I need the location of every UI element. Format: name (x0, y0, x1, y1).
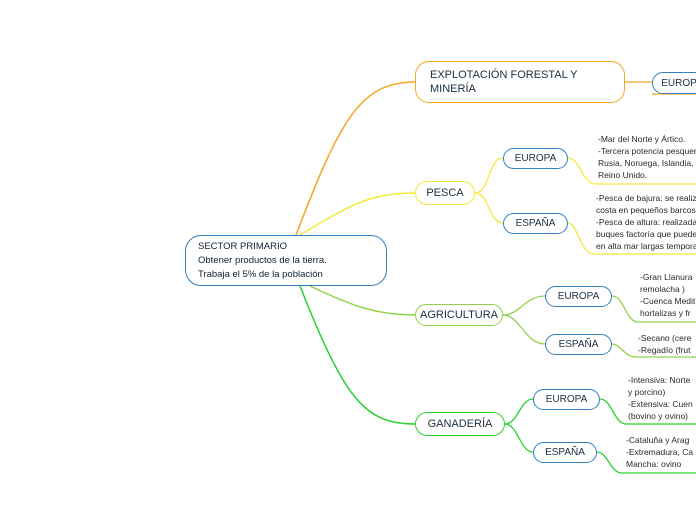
ganaderia-espana-note: -Cataluña y Arag -Extremadura, Ca Mancha… (626, 435, 694, 469)
agricultura-espana-label: ESPAÑA (558, 339, 599, 350)
pesca-europa-label: EUROPA (514, 153, 557, 164)
pesca-espana-label: ESPAÑA (515, 218, 556, 229)
root-description: Obtener productos de la tierra. (198, 254, 327, 266)
ganaderia-espana-node[interactable]: ESPAÑA (533, 442, 597, 463)
root-title: SECTOR PRIMARIO (198, 240, 288, 252)
connector-agricultura (309, 285, 416, 316)
connector-pesca (299, 192, 416, 236)
connector-mineria (295, 81, 416, 236)
pesca-espana-note: -Pesca de bajura: se realiza costa en pe… (596, 193, 696, 251)
pesca-europa-node[interactable]: EUROPA (503, 148, 568, 169)
branch-pesca[interactable]: PESCA (415, 181, 475, 205)
connector-agricultura-europa (502, 295, 546, 316)
agricultura-europa-note: -Gran Llanura remolacha ) -Cuenca Medit … (640, 272, 696, 318)
root-node-sector-primario[interactable]: SECTOR PRIMARIO Obtener productos de la … (185, 235, 387, 286)
ganaderia-europa-label: EUROPA (545, 394, 588, 405)
connector-ganaderia-espana (504, 423, 534, 453)
mineria-europa-label: EUROPA (661, 77, 696, 89)
connector-pesca-europa-note (567, 157, 696, 185)
branch-agricultura[interactable]: AGRICULTURA (415, 304, 503, 326)
pesca-europa-note: -Mar del Norte y Ártico. -Tercera potenc… (598, 134, 696, 180)
connector-ganaderia-espana-note (596, 451, 696, 474)
connector-agricultura-europa-note (611, 295, 696, 323)
agricultura-europa-label: EUROPA (557, 291, 600, 302)
branch-ganaderia-label: GANADERÍA (427, 418, 493, 430)
branch-pesca-label: PESCA (426, 187, 464, 199)
connector-ganaderia-europa (504, 398, 534, 425)
connector-pesca-espana-note (567, 222, 696, 255)
ganaderia-europa-note: -Intensiva: Norte y porcino) -Extensiva:… (628, 375, 693, 421)
connector-agricultura-espana (502, 314, 546, 345)
branch-agricultura-label: AGRICULTURA (419, 309, 499, 321)
agricultura-espana-node[interactable]: ESPAÑA (545, 334, 612, 355)
ganaderia-europa-node[interactable]: EUROPA (533, 389, 600, 410)
branch-mineria[interactable]: EXPLOTACIÓN FORESTAL Y MINERÍA (415, 61, 625, 103)
agricultura-espana-note: -Secano (cere -Regadío (frut (638, 333, 692, 355)
agricultura-europa-node[interactable]: EUROPA (545, 286, 612, 307)
connector-pesca-europa (474, 157, 504, 194)
connector-pesca-espana (474, 192, 504, 224)
ganaderia-espana-label: ESPAÑA (545, 447, 585, 458)
connector-agricultura-espana-note (611, 343, 696, 358)
connector-ganaderia (299, 285, 416, 425)
branch-mineria-label-1: EXPLOTACIÓN FORESTAL Y (430, 69, 578, 81)
branch-mineria-label-2: MINERÍA (430, 83, 476, 95)
mineria-europa-node[interactable]: EUROPA (652, 72, 696, 94)
branch-ganaderia[interactable]: GANADERÍA (415, 412, 505, 436)
root-percentage: Trabaja el 5% de la población (198, 268, 323, 280)
pesca-espana-node[interactable]: ESPAÑA (503, 213, 568, 234)
connector-ganaderia-europa-note (599, 398, 696, 425)
